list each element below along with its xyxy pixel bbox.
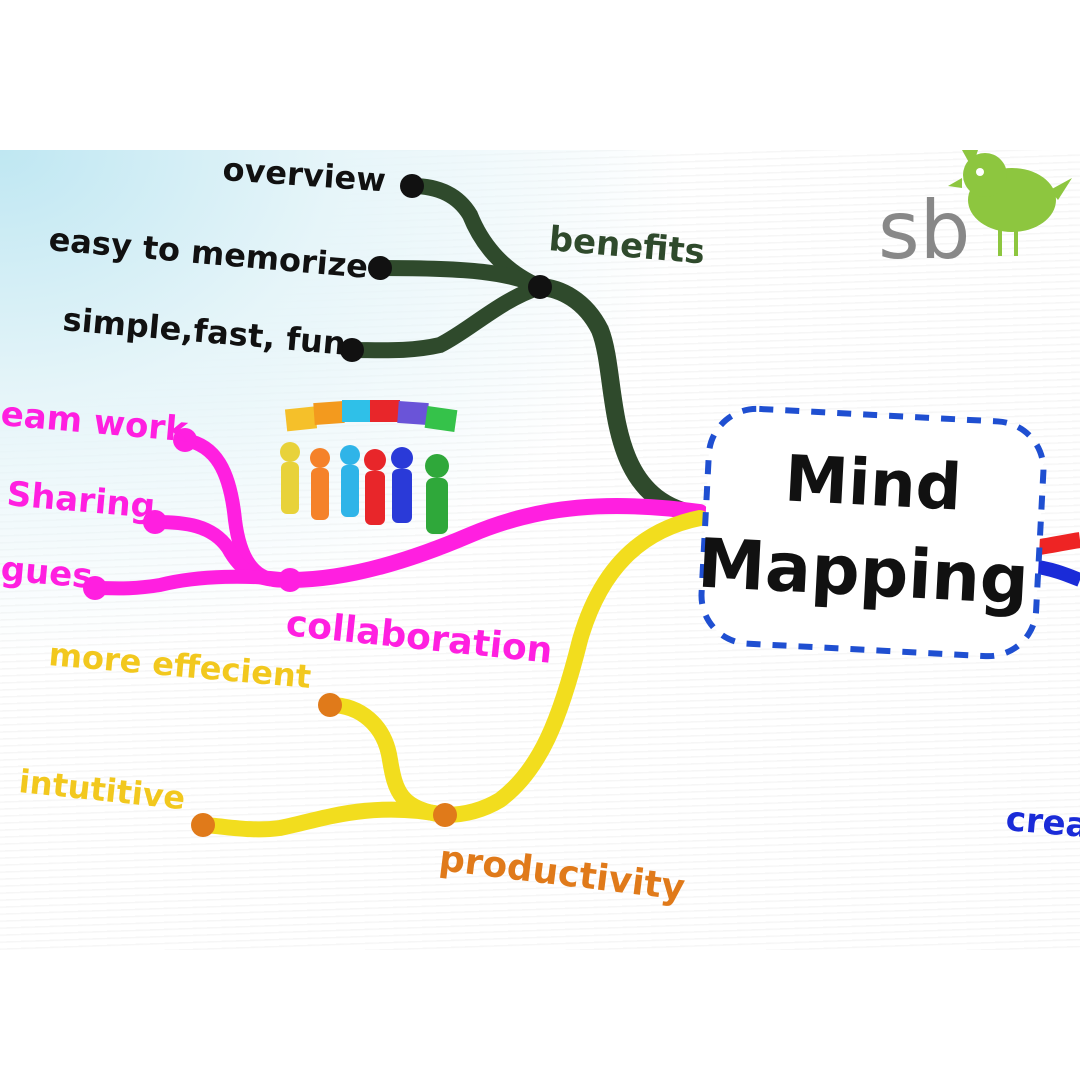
- leaf-label-teamwork: eam work: [0, 394, 191, 450]
- productivity-main-line: [437, 510, 708, 823]
- leaf-label-memorize: easy to memorize: [47, 220, 369, 286]
- central-title-line1: Mind: [783, 442, 964, 525]
- productivity-line-efficient: [322, 697, 453, 823]
- bird-icon: [948, 150, 1072, 256]
- leaf-label-overview: overview: [221, 150, 387, 199]
- branch-label-collaboration: collaboration: [284, 603, 554, 672]
- branch-label-benefits: benefits: [547, 219, 706, 272]
- benefits-line-memorize: [372, 260, 548, 295]
- figure-cyan: [340, 445, 360, 517]
- productivity-branch: [195, 510, 708, 838]
- node-dot: [173, 428, 197, 452]
- node-dot: [340, 338, 364, 362]
- node-dot: [191, 813, 215, 837]
- leaf-label-colleagues: gues: [0, 549, 94, 597]
- central-title-line2: Mapping: [696, 524, 1031, 620]
- leaf-label-simple: simple,fast, fun: [61, 300, 347, 363]
- node-dot: [318, 693, 342, 717]
- central-node: Mind Mapping: [696, 405, 1047, 660]
- puzzle-piece: [424, 406, 458, 432]
- figure-orange: [310, 448, 330, 520]
- branch-label-productivity: productivity: [437, 838, 687, 909]
- productivity-nodes: [191, 693, 457, 837]
- figure-blue: [391, 447, 413, 523]
- figure-green: [425, 454, 449, 534]
- puzzle-piece: [397, 400, 429, 426]
- leaf-label-sharing: Sharing: [5, 474, 157, 527]
- figure-red: [364, 449, 386, 525]
- sb-logo: sb: [878, 150, 1072, 277]
- node-dot: [278, 568, 302, 592]
- node-dot: [528, 275, 552, 299]
- productivity-line-intuitive: [195, 801, 453, 838]
- puzzle-piece: [370, 400, 400, 422]
- leaf-label-efficient: more effecient: [47, 635, 312, 696]
- collaboration-branch: [88, 433, 708, 596]
- puzzle-piece: [284, 406, 318, 432]
- node-dot: [400, 174, 424, 198]
- benefits-line-simple: [344, 279, 548, 359]
- partial-label-creativity: crea: [1004, 799, 1080, 846]
- figure-yellow: [280, 442, 300, 514]
- collaboration-nodes: [83, 428, 302, 600]
- central-node-box: [698, 405, 1047, 660]
- collaboration-main-line: [282, 497, 708, 588]
- node-dot: [83, 576, 107, 600]
- collaboration-line-colleagues: [88, 569, 297, 596]
- benefits-main-line: [531, 278, 709, 524]
- leaf-label-intuitive: intutitive: [17, 762, 187, 817]
- puzzle-piece: [342, 400, 372, 422]
- node-dot: [143, 510, 167, 534]
- team-puzzle-illustration: [280, 400, 458, 534]
- puzzle-piece: [313, 400, 345, 426]
- node-dot: [433, 803, 457, 827]
- node-dot: [368, 256, 392, 280]
- logo-text: sb: [878, 184, 970, 277]
- benefits-nodes: [340, 174, 552, 362]
